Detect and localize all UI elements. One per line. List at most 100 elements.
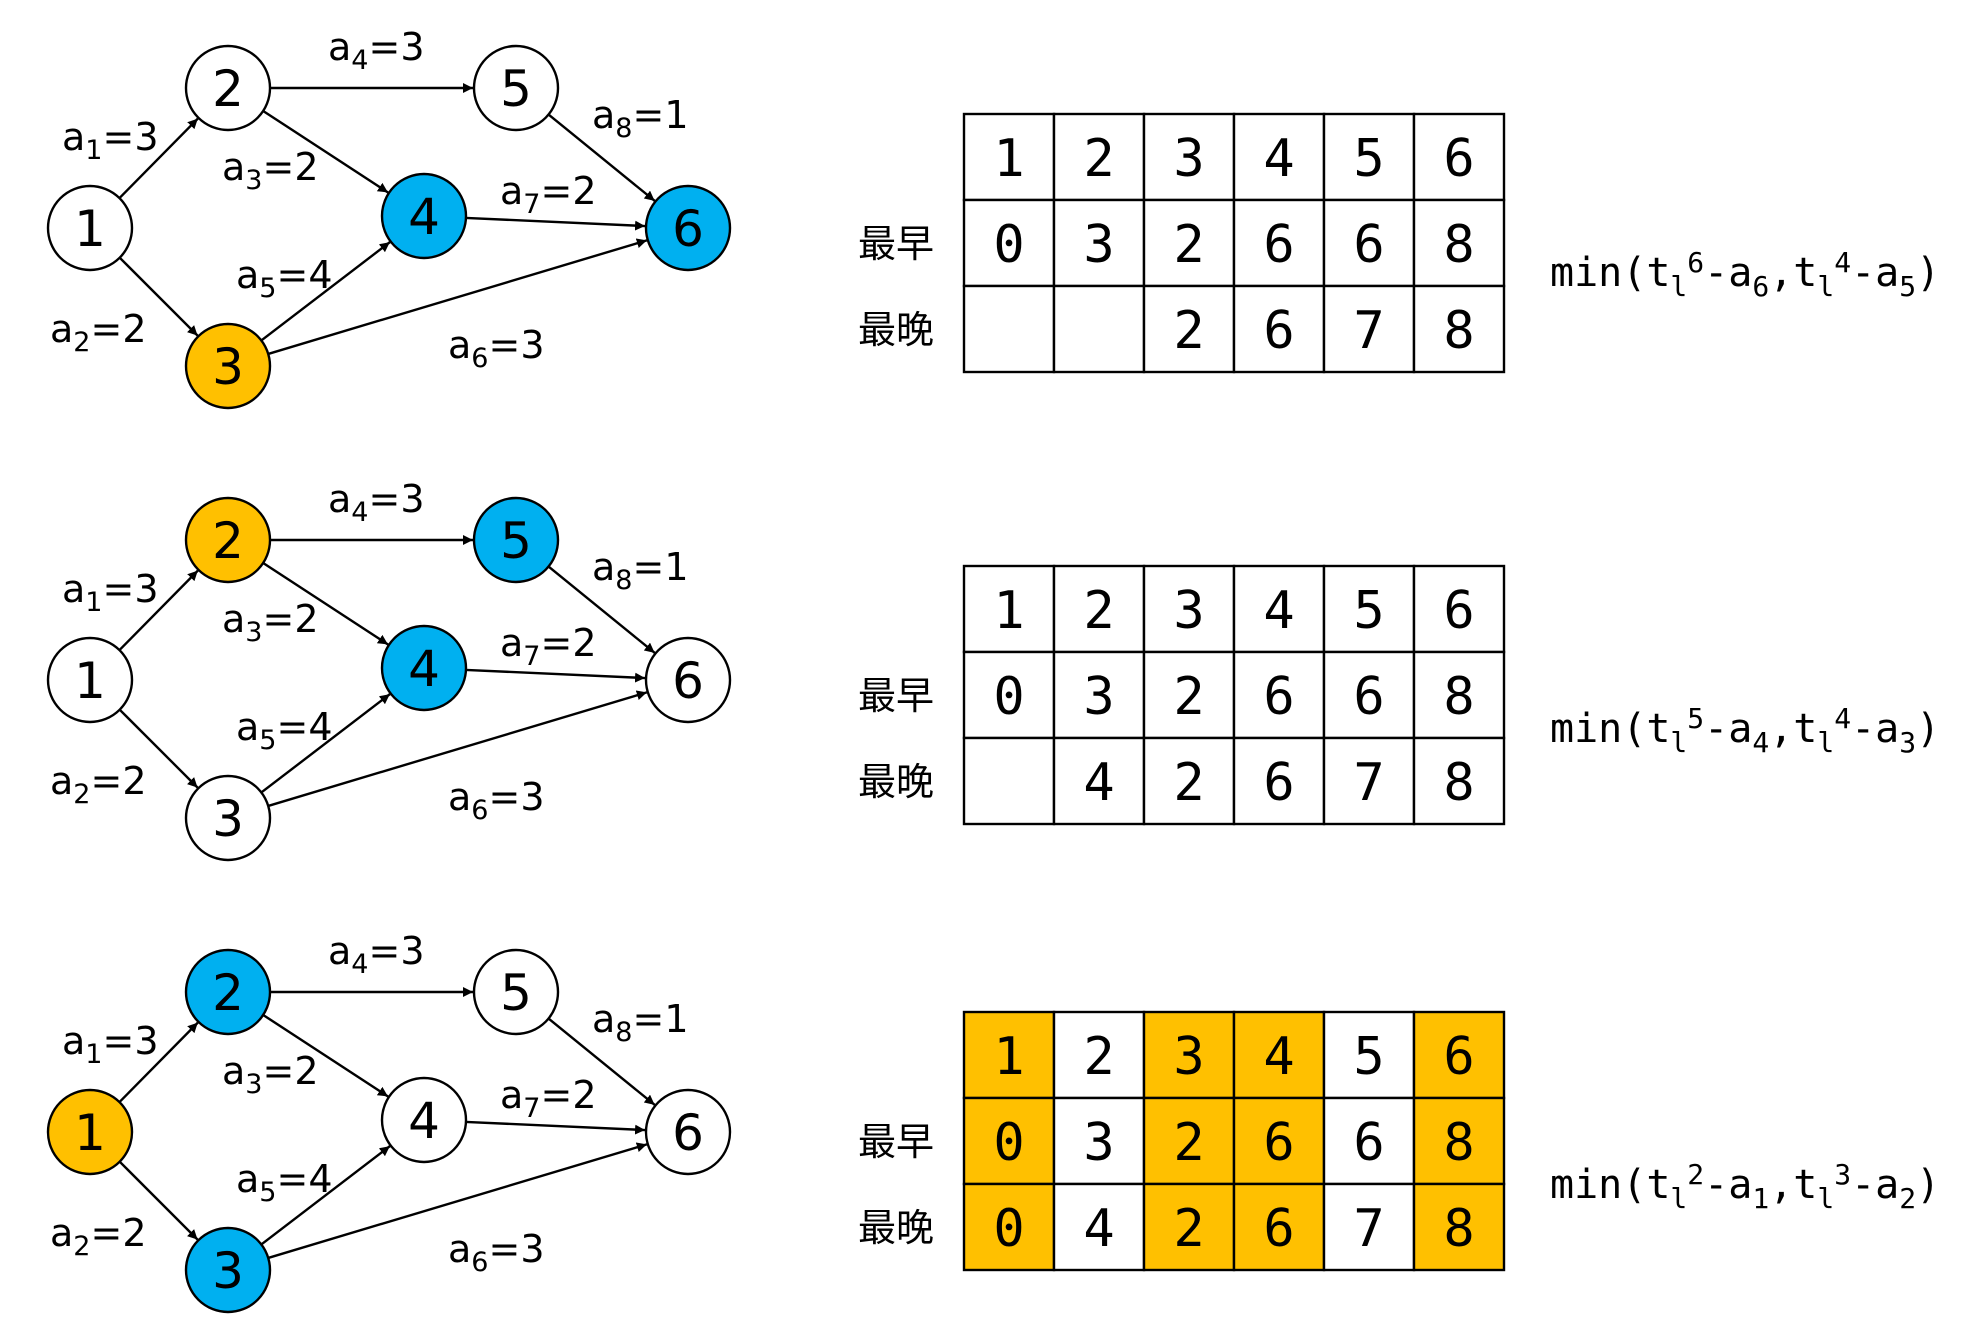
edge-label-a6: a6=3 — [448, 323, 545, 374]
formula: min(tl2-a1,tl3-a2) — [1550, 1158, 1940, 1215]
cell-value: 3 — [1173, 581, 1204, 641]
row-label-earliest: 最早 — [858, 222, 934, 266]
cell-value: 0 — [993, 667, 1024, 727]
cell-value: 3 — [1083, 1113, 1114, 1173]
row-label-earliest: 最早 — [858, 674, 934, 718]
cell-value: 4 — [1083, 1199, 1114, 1259]
edge-1-2 — [118, 1021, 199, 1103]
cell-value: 0 — [993, 215, 1024, 275]
cell-value: 2 — [1083, 1027, 1114, 1087]
node-3 — [184, 1226, 272, 1314]
node-label-5: 5 — [500, 60, 532, 118]
node-label-4: 4 — [408, 1092, 440, 1150]
edge-3-6 — [267, 690, 648, 808]
edge-label-a2: a2=2 — [50, 1211, 147, 1262]
cell-value: 7 — [1353, 753, 1384, 813]
edge-label-a1: a1=3 — [62, 567, 159, 618]
table-cell-header-4 — [1232, 112, 1326, 202]
table-cell-header-6 — [1412, 112, 1506, 202]
cell-value: 6 — [1263, 1113, 1294, 1173]
cell-value: 3 — [1173, 129, 1204, 189]
node-label-1: 1 — [74, 200, 106, 258]
cell-value: 6 — [1443, 1027, 1474, 1087]
node-1 — [46, 184, 134, 272]
table-cell-latest-6 — [1412, 284, 1506, 374]
cell-value: 0 — [993, 1199, 1024, 1259]
cell-value: 4 — [1263, 581, 1294, 641]
node-5 — [472, 948, 560, 1036]
edge-label-a8: a8=1 — [592, 93, 689, 144]
edge-5-6 — [547, 565, 656, 654]
edge-3-4 — [260, 693, 391, 794]
edge-label-a6: a6=3 — [448, 775, 545, 826]
node-label-4: 4 — [408, 640, 440, 698]
table-cell-header-4 — [1232, 1010, 1326, 1100]
cell-value: 8 — [1443, 667, 1474, 727]
table-cell-latest-3 — [1142, 736, 1236, 826]
edge-label-a3: a3=2 — [222, 145, 319, 196]
edge-2-4 — [262, 109, 389, 194]
edge-1-2 — [118, 569, 199, 651]
cell-value: 2 — [1173, 215, 1204, 275]
edge-label-a7: a7=2 — [500, 621, 597, 672]
table-cell-latest-5 — [1322, 284, 1416, 374]
node-6 — [644, 1088, 732, 1176]
cell-value: 6 — [1263, 667, 1294, 727]
table-cell-latest-4 — [1232, 1182, 1326, 1272]
node-2 — [184, 44, 272, 132]
node-label-6: 6 — [672, 1104, 704, 1162]
table-cell-earliest-1 — [962, 1096, 1056, 1186]
node-label-2: 2 — [212, 512, 244, 570]
node-label-1: 1 — [74, 1104, 106, 1162]
table-cell-latest-2 — [1052, 284, 1146, 374]
cell-value: 5 — [1353, 129, 1384, 189]
cell-value: 8 — [1443, 301, 1474, 361]
table-cell-latest-1 — [962, 736, 1056, 826]
edge-3-4 — [260, 241, 391, 342]
table-cell-header-1 — [962, 1010, 1056, 1100]
edge-label-a7: a7=2 — [500, 169, 597, 220]
edge-label-a7: a7=2 — [500, 1073, 597, 1124]
table-cell-latest-4 — [1232, 736, 1326, 826]
cell-value: 6 — [1353, 667, 1384, 727]
node-2 — [184, 948, 272, 1036]
node-4 — [380, 624, 468, 712]
node-5 — [472, 496, 560, 584]
table-cell-header-5 — [1322, 1010, 1416, 1100]
edge-label-a5: a5=4 — [236, 253, 333, 304]
edge-2-4 — [262, 1013, 389, 1098]
edge-label-a2: a2=2 — [50, 759, 147, 810]
node-label-6: 6 — [672, 652, 704, 710]
table-cell-earliest-4 — [1232, 650, 1326, 740]
edge-1-3 — [118, 256, 199, 337]
cell-value: 4 — [1083, 753, 1114, 813]
node-2 — [184, 496, 272, 584]
cell-value: 6 — [1443, 581, 1474, 641]
table-cell-latest-3 — [1142, 284, 1236, 374]
edge-3-6 — [267, 1142, 648, 1260]
table-cell-latest-2 — [1052, 1182, 1146, 1272]
edge-1-2 — [118, 117, 199, 199]
edge-label-a5: a5=4 — [236, 1157, 333, 1208]
cell-value: 1 — [993, 129, 1024, 189]
formula: min(tl5-a4,tl4-a3) — [1550, 702, 1940, 759]
cell-value: 2 — [1173, 301, 1204, 361]
node-4 — [380, 1076, 468, 1164]
formula: min(tl6-a6,tl4-a5) — [1550, 246, 1940, 303]
edge-3-6 — [267, 238, 648, 356]
table-cell-header-6 — [1412, 1010, 1506, 1100]
edge-4-6 — [465, 1120, 646, 1135]
node-6 — [644, 636, 732, 724]
cell-value: 2 — [1173, 1199, 1204, 1259]
cell-value: 6 — [1353, 215, 1384, 275]
edge-label-a4: a4=3 — [328, 25, 425, 76]
cell-value: 2 — [1083, 129, 1114, 189]
node-1 — [46, 636, 134, 724]
table-cell-header-1 — [962, 112, 1056, 202]
cell-value: 5 — [1353, 1027, 1384, 1087]
cell-value: 6 — [1263, 1199, 1294, 1259]
